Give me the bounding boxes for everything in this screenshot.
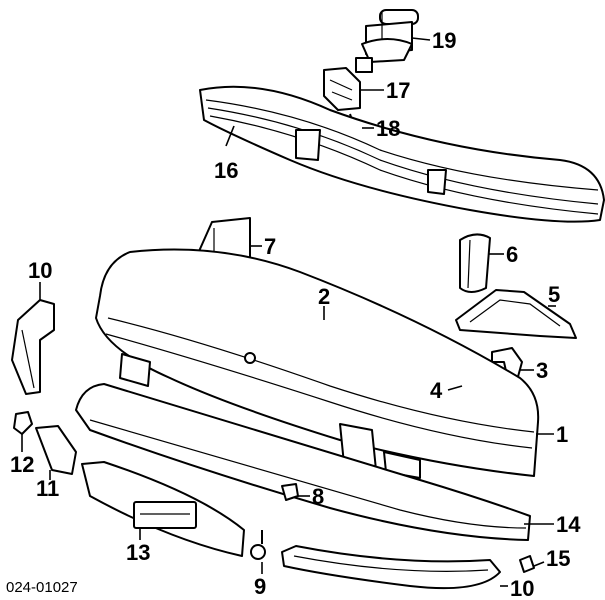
part-14-lower-skirt (75, 383, 531, 541)
callout-3: 3 (536, 358, 548, 383)
part-12-clip (13, 411, 33, 435)
callout-10-lower: 10 (510, 576, 534, 600)
part-5-grille-insert (455, 289, 577, 339)
callout-1: 1 (556, 422, 568, 447)
callout-8: 8 (312, 484, 324, 509)
part-6-cover (459, 233, 491, 293)
callout-9: 9 (254, 574, 266, 599)
reference-code: 024-01027 (6, 579, 78, 596)
part-1-bumper-cover (95, 248, 540, 479)
leader-lines (21, 37, 556, 587)
callout-2: 2 (318, 284, 330, 309)
callout-18: 18 (376, 116, 400, 141)
callout-5: 5 (548, 282, 560, 307)
part-16-bumper-carrier (199, 85, 605, 223)
callout-4: 4 (430, 378, 443, 403)
part-15-clip (519, 555, 535, 573)
callout-11: 11 (36, 476, 59, 501)
part-9-bolt (250, 530, 266, 560)
callout-17: 17 (386, 78, 410, 103)
part-19-shock-absorber (355, 9, 419, 73)
callout-12: 12 (10, 452, 34, 477)
callout-16: 16 (214, 158, 238, 183)
part-17-bracket (323, 67, 361, 111)
callout-6: 6 (506, 242, 518, 267)
callout-19: 19 (432, 28, 456, 53)
callout-labels: 19 17 18 16 7 6 2 5 3 4 1 8 14 15 10 9 1… (10, 28, 581, 600)
callout-10-upper: 10 (28, 258, 52, 283)
callout-15: 15 (546, 546, 570, 571)
part-10-side-bracket-left (11, 299, 55, 395)
callout-14: 14 (556, 512, 581, 537)
part-13-license-bracket (81, 461, 245, 557)
callout-7: 7 (264, 234, 276, 259)
part-8-clip (281, 483, 299, 501)
part-10-lower-trim (281, 545, 501, 590)
part-11-side-cover (35, 425, 77, 475)
callout-13: 13 (126, 540, 150, 565)
